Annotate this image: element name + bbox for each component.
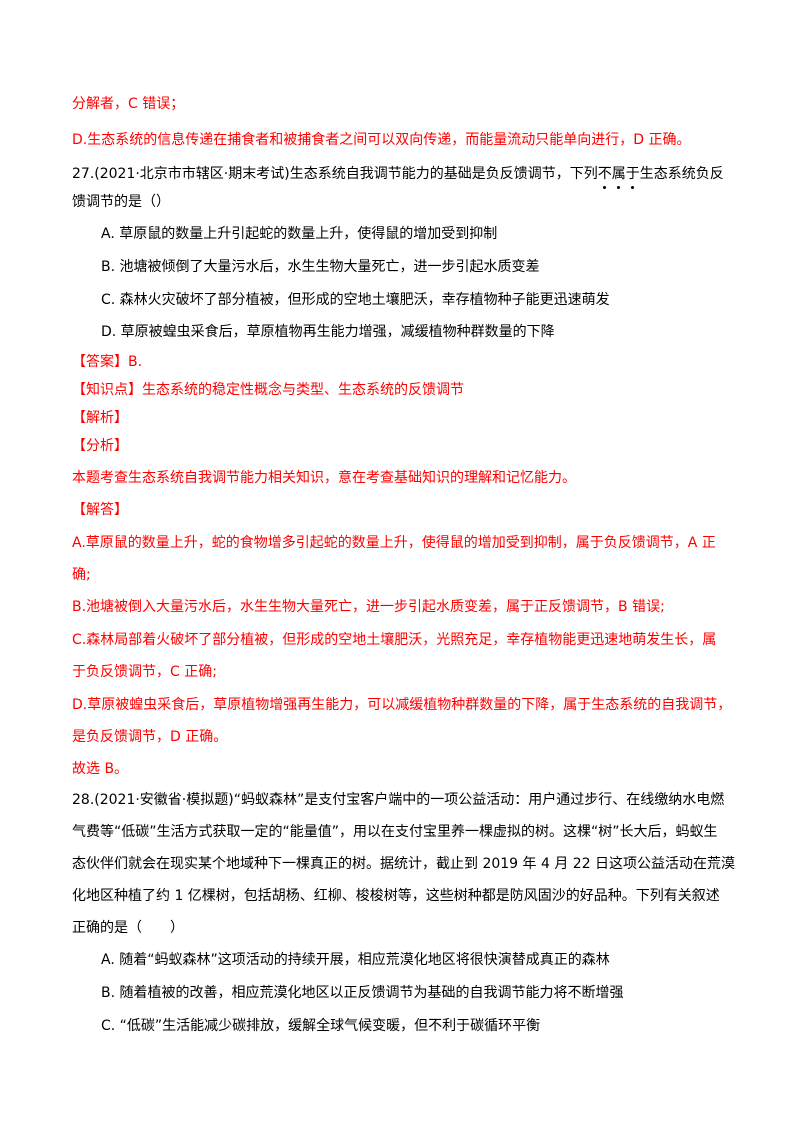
- solution-d-cont: 是负反馈调节，D 正确。: [72, 729, 228, 745]
- question-27-stem-cont: 馈调节的是（）: [72, 194, 170, 210]
- answer-label: 【答案】B.: [72, 354, 143, 370]
- knowledge-point: 【知识点】生态系统的稳定性概念与类型、生态系统的反馈调节: [72, 382, 464, 398]
- question-28-stem-cont: 化地区种植了约 1 亿棵树，包括胡杨、红柳、梭梭树等，这些树种都是防风固沙的好品…: [72, 888, 720, 904]
- emphasis-char: 于: [625, 166, 640, 189]
- option-a: A. 随着“蚂蚁森林”这项活动的持续开展，相应荒漠化地区将很快演替成真正的森林: [101, 952, 610, 968]
- solution-c: C.森林局部着火破坏了部分植被，但形成的空地土壤肥沃，光照充足，幸存植物能更迅速…: [72, 632, 717, 648]
- solution-b: B.池塘被倒入大量污水后，水生生物大量死亡，进一步引起水质变差，属于正反馈调节，…: [72, 599, 665, 615]
- question-28-stem: 28.(2021·安徽省·模拟题)“蚂蚁森林”是支付宝客户端中的一项公益活动：用…: [72, 792, 725, 808]
- option-b: B. 随着植被的改善，相应荒漠化地区以正反馈调节为基础的自我调节能力将不断增强: [101, 985, 624, 1001]
- text-line: D.生态系统的信息传递在捕食者和被捕食者之间可以双向传递，而能量流动只能单向进行…: [72, 132, 691, 148]
- option-a: A. 草原鼠的数量上升引起蛇的数量上升，使得鼠的增加受到抑制: [101, 226, 498, 242]
- emphasis-char: 不: [597, 166, 612, 189]
- solution-a-cont: 确;: [72, 567, 91, 583]
- solution-c-cont: 于负反馈调节，C 正确;: [72, 664, 217, 680]
- question-28-stem-cont: 正确的是（ ）: [72, 920, 184, 936]
- fenxi-text: 本题考查生态系统自我调节能力相关知识，意在考查基础知识的理解和记忆能力。: [72, 470, 576, 486]
- option-c: C. 森林火灾破坏了部分植被，但形成的空地土壤肥沃，幸存植物种子能更迅速萌发: [101, 292, 610, 308]
- option-b: B. 池塘被倾倒了大量污水后，水生生物大量死亡，进一步引起水质变差: [101, 259, 540, 275]
- question-28-stem-cont: 态伙伴们就会在现实某个地域种下一棵真正的树。据统计，截止到 2019 年 4 月…: [72, 856, 736, 872]
- conclusion: 故选 B。: [72, 761, 129, 777]
- stem-text: 27.(2021·北京市市辖区·期末考试)生态系统自我调节能力的基础是负反馈调节…: [72, 166, 598, 182]
- question-27-stem: 27.(2021·北京市市辖区·期末考试)生态系统自我调节能力的基础是负反馈调节…: [72, 164, 732, 189]
- solution-heading: 【解答】: [72, 502, 128, 518]
- emphasis-char: 属: [611, 166, 626, 189]
- option-c: C. “低碳”生活能减少碳排放，缓解全球气候变暖，但不利于碳循环平衡: [101, 1018, 541, 1034]
- stem-text: 生态系统负反: [639, 166, 724, 182]
- fenxi-heading: 【分析】: [72, 438, 128, 454]
- text-line: 分解者，C 错误；: [72, 96, 185, 112]
- solution-a: A.草原鼠的数量上升，蛇的食物增多引起蛇的数量上升，使得鼠的增加受到抑制，属于负…: [72, 535, 716, 551]
- option-d: D. 草原被蝗虫采食后，草原植物再生能力增强，减缓植物种群数量的下降: [101, 324, 555, 340]
- question-28-stem-cont: 气费等“低碳”生活方式获取一定的“能量值”，用以在支付宝里养一棵虚拟的树。这棵“…: [72, 824, 718, 840]
- analysis-heading: 【解析】: [72, 410, 128, 426]
- solution-d: D.草原被蝗虫采食后，草原植物增强再生能力，可以减缓植物种群数量的下降，属于生态…: [72, 697, 732, 713]
